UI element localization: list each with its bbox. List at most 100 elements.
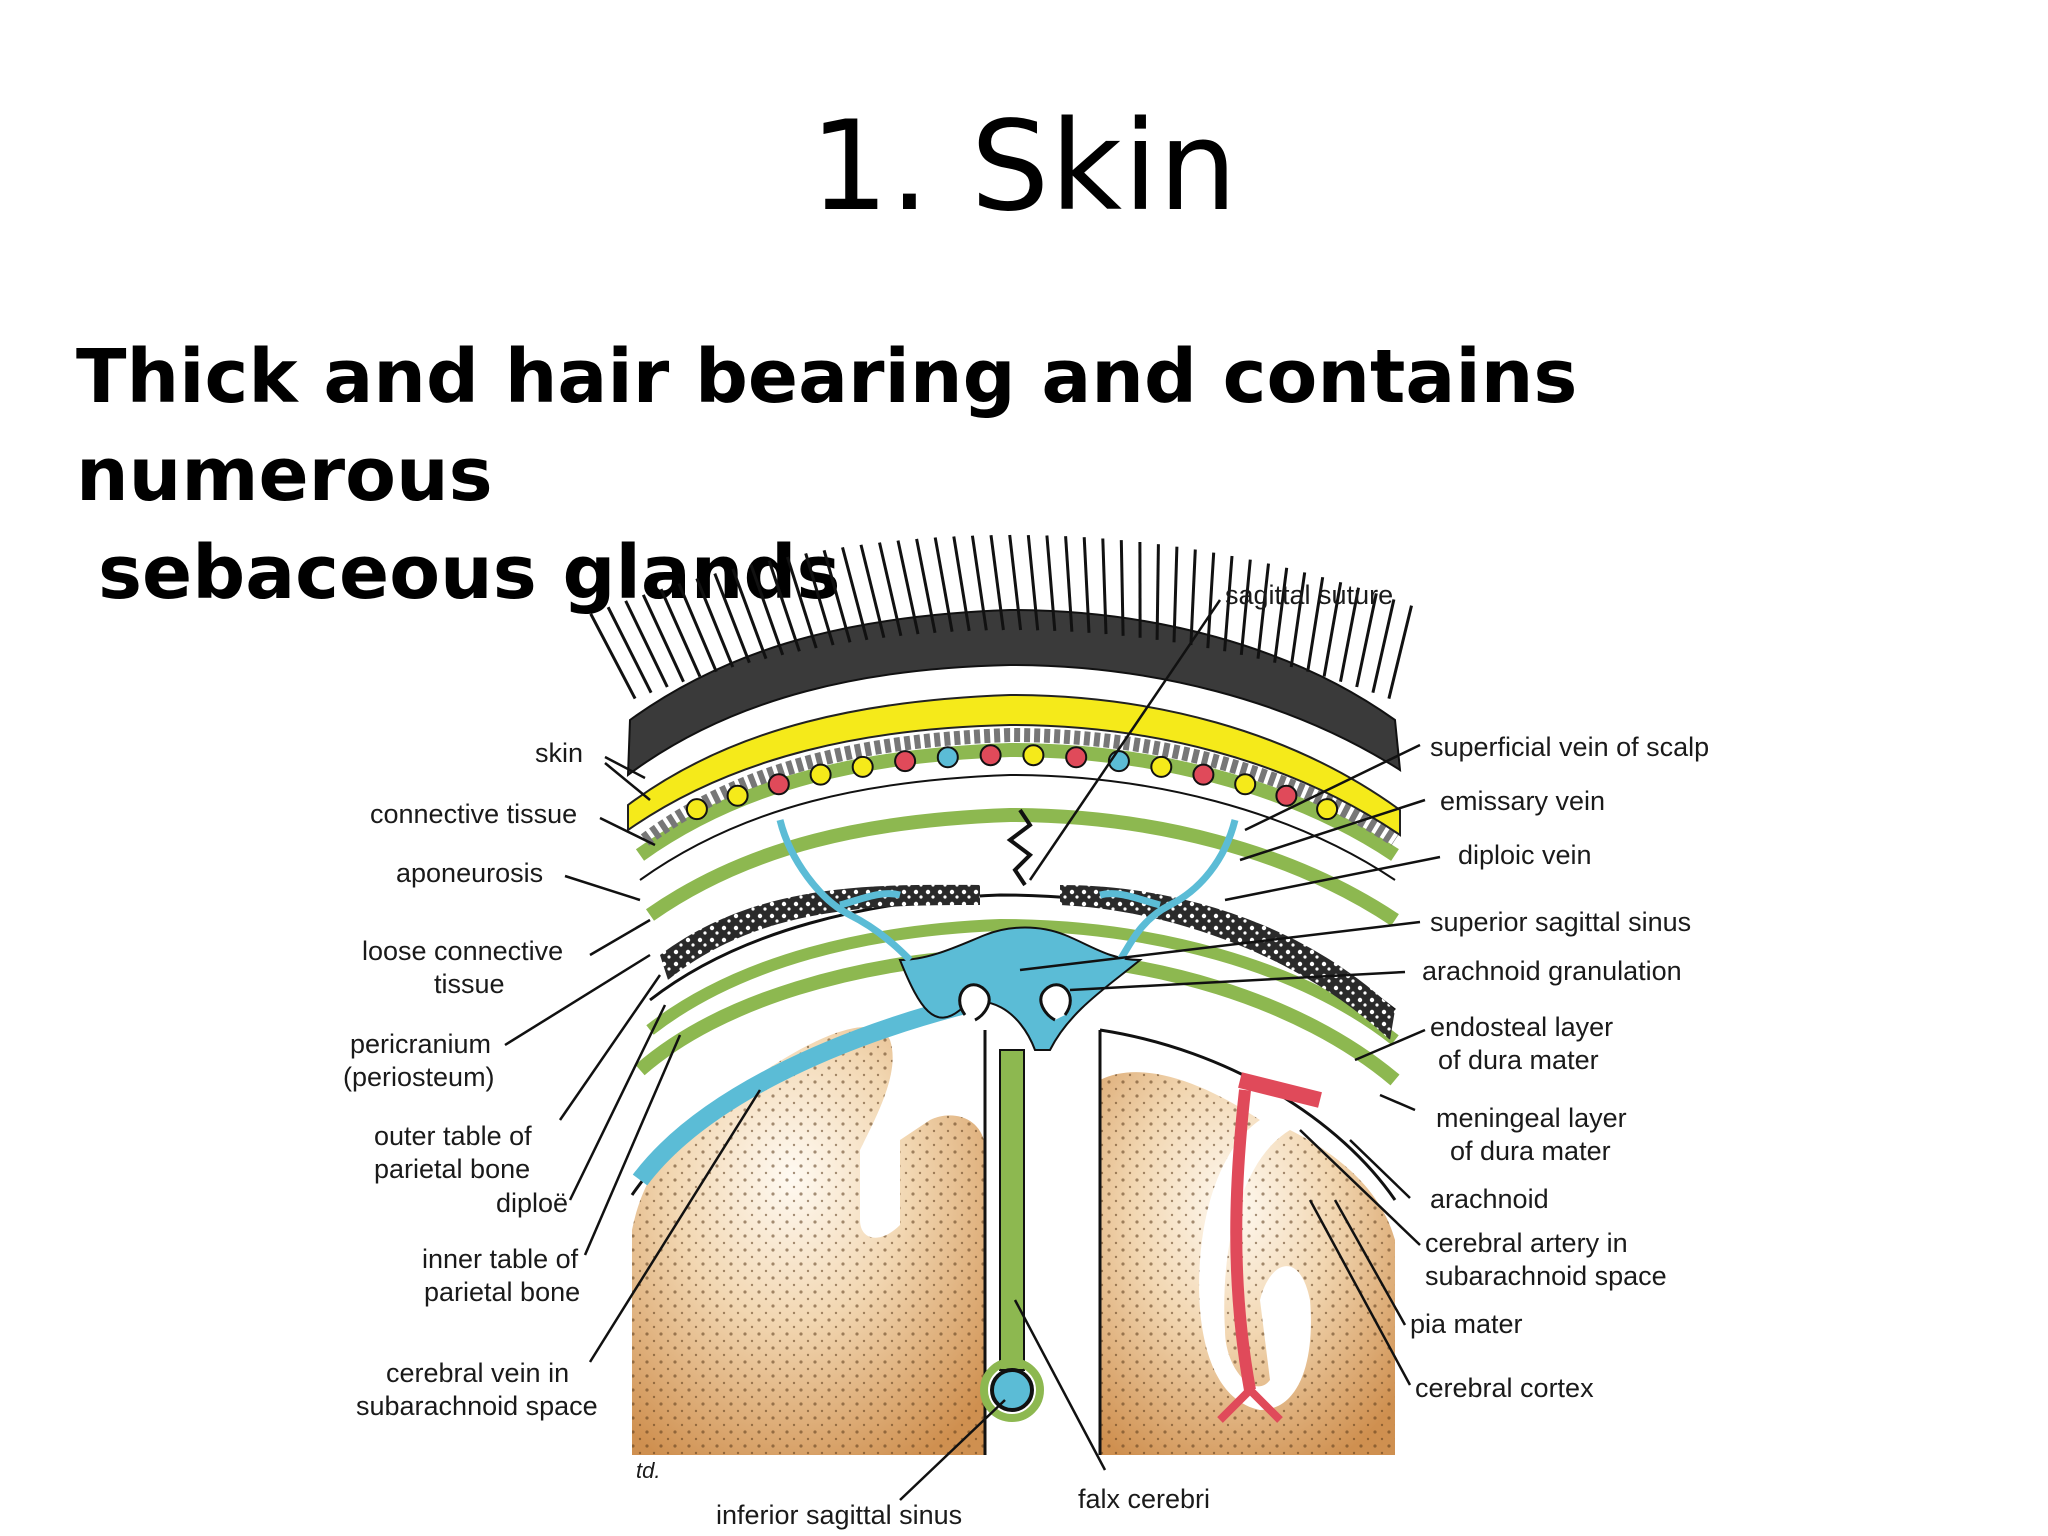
label-pia-mater: pia mater <box>1410 1309 1523 1339</box>
label-endosteal-2: of dura mater <box>1438 1045 1599 1075</box>
hair-strand <box>659 588 702 678</box>
skin-layer <box>626 608 1402 778</box>
hair-strand <box>1371 599 1396 694</box>
leader-lines <box>504 599 1441 1501</box>
scalp-vessel <box>936 746 959 769</box>
label-cerebral-cortex: cerebral cortex <box>1415 1373 1594 1403</box>
hair-strands <box>589 534 1413 700</box>
hair-strand <box>1339 587 1360 682</box>
scalp-vessel <box>1065 746 1088 769</box>
hair-strand <box>641 594 685 683</box>
scalp-vessel <box>979 744 1002 767</box>
falx-cerebri <box>980 1030 1102 1455</box>
hair-strand <box>713 573 751 664</box>
label-cerebral-vein-1: cerebral vein in <box>386 1358 569 1388</box>
hair-strand <box>822 549 852 643</box>
label-meningeal-2: of dura mater <box>1450 1136 1611 1166</box>
hair-strand <box>989 535 1005 631</box>
label-pericranium-2: (periosteum) <box>343 1062 495 1092</box>
label-diploic-vein: diploic vein <box>1458 840 1592 870</box>
hair-strand <box>952 536 971 632</box>
hair-strand <box>589 613 637 700</box>
hair-strand <box>841 547 869 641</box>
label-outer-table-2: parietal bone <box>374 1154 530 1184</box>
label-inner-table-2: parietal bone <box>424 1277 580 1307</box>
scalp-vessel <box>1316 798 1339 821</box>
scalp-vessel <box>894 750 917 773</box>
hair-strand <box>785 556 818 649</box>
artist-mark: td. <box>636 1458 660 1483</box>
hair-strand <box>1155 544 1160 640</box>
label-falx-cerebri: falx cerebri <box>1078 1484 1210 1514</box>
label-superficial-vein: superficial vein of scalp <box>1430 732 1709 762</box>
label-loose-connective-1: loose connective <box>362 936 563 966</box>
scalp-vessels <box>685 744 1339 821</box>
label-connective-tissue: connective tissue <box>370 799 577 829</box>
hair-strand <box>1045 535 1057 632</box>
hair-strand <box>1223 555 1234 652</box>
inferior-sagittal-sinus-shape <box>990 1368 1034 1412</box>
scalp-vessel <box>1022 744 1045 767</box>
hair-strand <box>878 542 903 637</box>
hair-strand <box>624 600 669 688</box>
diploe-layer <box>660 884 1395 1040</box>
hair-strand <box>804 552 835 646</box>
hair-strand <box>1119 540 1125 636</box>
scalp-vessel <box>1275 784 1298 807</box>
bullet-line-2: sebaceous glands <box>98 530 841 616</box>
hair-strand <box>1256 563 1270 659</box>
scalp-vessel <box>809 763 832 786</box>
superior-sagittal-sinus <box>898 926 1143 1051</box>
label-diploe: diploë <box>496 1188 568 1218</box>
scalp-vessel <box>1234 773 1257 796</box>
scalp-vessel <box>1150 755 1173 778</box>
label-loose-connective-2: tissue <box>434 969 505 999</box>
hair-strand <box>695 577 735 668</box>
cerebral-vein <box>632 996 968 1186</box>
hair-strand <box>1306 576 1325 672</box>
label-cerebral-artery-2: subarachnoid space <box>1425 1261 1667 1291</box>
arachnoid-granulations <box>958 983 1072 1022</box>
hair-strand <box>1064 536 1074 632</box>
label-skin: skin <box>535 738 583 768</box>
hair-strand <box>1082 537 1091 633</box>
hair-strand <box>1322 582 1343 677</box>
label-cerebral-artery-1: cerebral artery in <box>1425 1228 1628 1258</box>
hair-strand <box>1387 605 1413 699</box>
label-emissary-vein: emissary vein <box>1440 786 1605 816</box>
hair-strand <box>915 538 937 634</box>
diagram-labels: sagittal suture skin connective tissue a… <box>343 580 1709 1530</box>
hair-strand <box>1101 538 1108 635</box>
bullet-text: Thick and hair bearing and contains nume… <box>76 328 1876 622</box>
slide-title: 1. Skin <box>809 95 1239 239</box>
hair-strand <box>677 583 718 673</box>
label-inner-table-1: inner table of <box>422 1244 579 1274</box>
hair-strand <box>970 535 988 631</box>
scalp-vessel <box>685 798 708 821</box>
label-meningeal-1: meningeal layer <box>1436 1103 1627 1133</box>
diploic-veins <box>776 819 1239 963</box>
scalp-vessel <box>767 773 790 796</box>
hair-strand <box>731 568 768 660</box>
label-superior-sagittal-sinus: superior sagittal sinus <box>1430 907 1691 937</box>
label-aponeurosis: aponeurosis <box>396 858 543 888</box>
label-endosteal-1: endosteal layer <box>1430 1012 1613 1042</box>
hair-strand <box>1008 534 1023 631</box>
hair-strand <box>767 560 801 652</box>
label-sagittal-suture: sagittal suture <box>1225 580 1393 610</box>
hair-strand <box>1172 546 1179 643</box>
sagittal-suture <box>1006 808 1034 887</box>
scalp-vessel <box>851 755 874 778</box>
hair-strand <box>1239 559 1252 656</box>
label-cerebral-vein-2: subarachnoid space <box>356 1391 598 1421</box>
label-pericranium-1: pericranium <box>350 1029 491 1059</box>
cerebral-artery <box>1217 1072 1322 1423</box>
label-arachnoid-granulation: arachnoid granulation <box>1422 956 1682 986</box>
hair-strand <box>749 564 785 656</box>
label-outer-table-1: outer table of <box>374 1121 532 1151</box>
scalp-vessel <box>1192 763 1215 786</box>
hair-strand <box>896 540 920 635</box>
cerebral-cortex-left <box>632 1027 985 1455</box>
scalp-vessel <box>726 784 749 807</box>
hair-strand <box>1355 593 1378 688</box>
